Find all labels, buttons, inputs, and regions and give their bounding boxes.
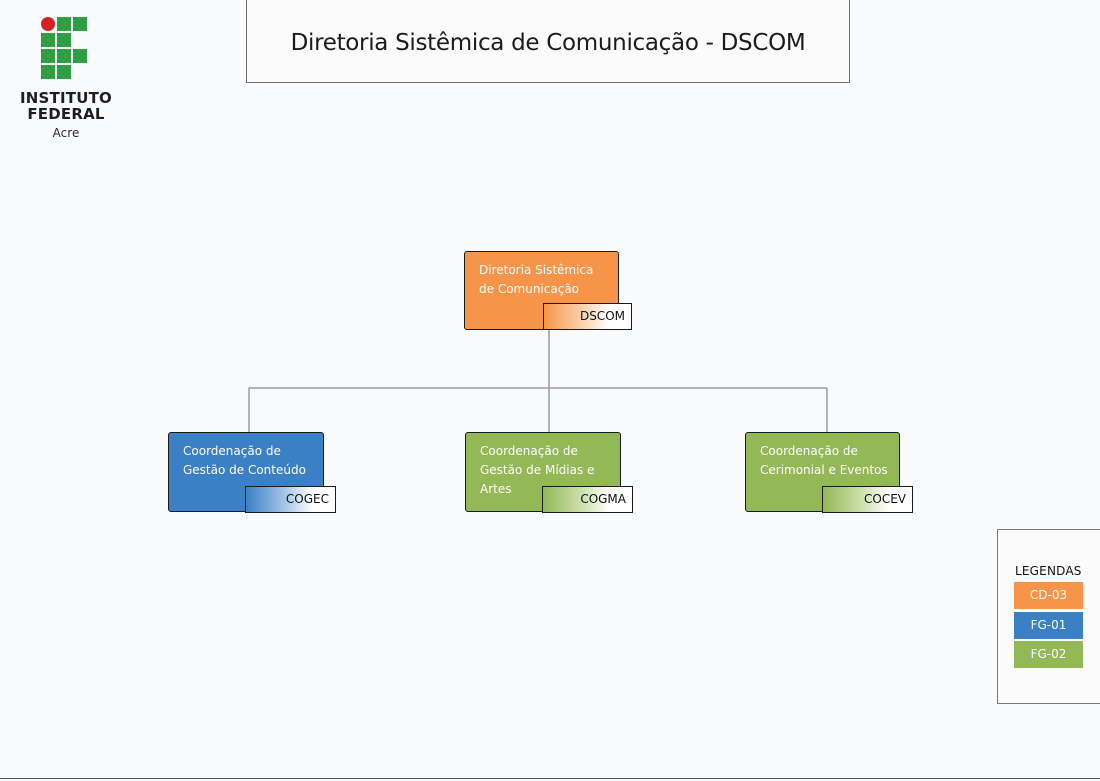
org-node-label: Coordenação de Gestão de Conteúdo [183,444,306,477]
logo-text-federal: FEDERAL [27,105,105,123]
legend-item-cd03: CD-03 [1014,582,1083,609]
org-node-label: Diretoria Sistêmica de Comunicação [479,263,594,296]
institute-logo: INSTITUTO FEDERAL Acre [10,14,122,144]
org-node-code-cogma: COGMA [542,486,633,513]
logo-text-instituto: INSTITUTO [20,89,112,107]
legend-box: LEGENDAS CD-03 FG-01 FG-02 [997,529,1100,704]
org-node-label: Coordenação de Cerimonial e Eventos [760,444,888,477]
org-node-label: Coordenação de Gestão de Mídias e Artes [480,444,595,496]
org-node-code-cogec: COGEC [245,486,336,513]
legend-item-fg01: FG-01 [1014,612,1083,639]
org-node-code-cocev: COCEV [822,486,913,513]
org-node-code-dscom: DSCOM [543,303,632,330]
legend-title: LEGENDAS [1015,564,1082,578]
logo-mark-icon [41,17,89,81]
bottom-divider [0,778,1100,779]
logo-text-acre: Acre [52,126,80,140]
page-title-box: Diretoria Sistêmica de Comunicação - DSC… [246,0,850,83]
legend-item-fg02: FG-02 [1014,641,1083,668]
page-title: Diretoria Sistêmica de Comunicação - DSC… [290,30,806,56]
